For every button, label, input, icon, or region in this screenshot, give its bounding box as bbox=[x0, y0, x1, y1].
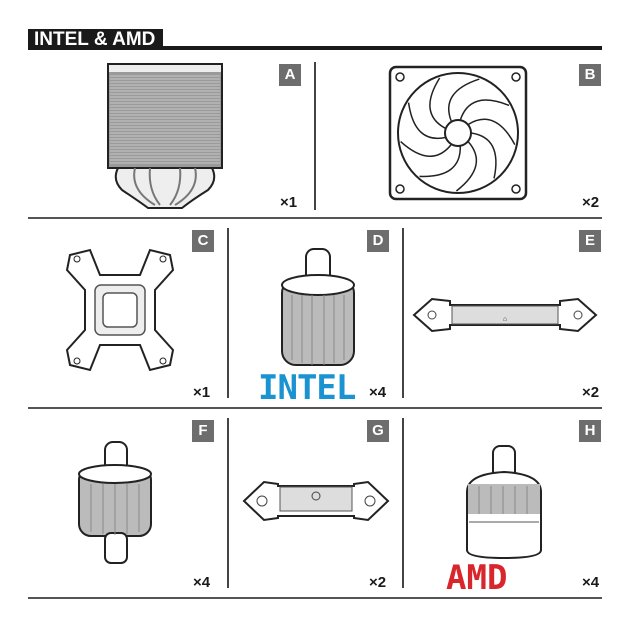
fan-icon bbox=[388, 65, 528, 201]
part-quantity: ×1 bbox=[280, 194, 298, 211]
part-label-badge: F bbox=[192, 420, 214, 442]
part-quantity: ×4 bbox=[369, 384, 387, 401]
backplate-icon bbox=[65, 248, 175, 372]
row-divider bbox=[28, 217, 602, 219]
part-quantity: ×4 bbox=[193, 574, 211, 591]
mounting-bar-icon bbox=[242, 480, 390, 522]
part-label-badge: H bbox=[579, 420, 601, 442]
intel-standoff-icon bbox=[281, 248, 355, 366]
column-divider bbox=[402, 418, 404, 588]
part-quantity: ×2 bbox=[582, 384, 600, 401]
mounting-bar-icon: ⌂ bbox=[412, 297, 598, 333]
part-quantity: ×2 bbox=[369, 574, 387, 591]
part-label-badge: B bbox=[579, 64, 601, 86]
part-quantity: ×4 bbox=[582, 574, 600, 591]
row-divider bbox=[28, 597, 602, 599]
part-quantity: ×1 bbox=[193, 384, 211, 401]
column-divider bbox=[402, 228, 404, 398]
part-label-badge: G bbox=[367, 420, 389, 442]
standoff-icon bbox=[78, 441, 152, 564]
column-divider bbox=[227, 418, 229, 588]
section-heading: INTEL & AMD bbox=[28, 29, 164, 50]
heading-rule bbox=[28, 46, 602, 50]
column-divider bbox=[314, 62, 316, 210]
part-label-badge: E bbox=[579, 230, 601, 252]
heatsink-icon bbox=[107, 63, 223, 209]
amd-brand-label: AMD bbox=[446, 558, 508, 598]
column-divider bbox=[227, 228, 229, 398]
row-divider bbox=[28, 407, 602, 409]
intel-brand-label: INTEL bbox=[258, 368, 356, 408]
part-quantity: ×2 bbox=[582, 194, 600, 211]
part-label-badge: A bbox=[279, 64, 301, 86]
amd-standoff-icon bbox=[466, 445, 542, 560]
svg-text:⌂: ⌂ bbox=[503, 316, 507, 323]
part-label-badge: D bbox=[367, 230, 389, 252]
part-label-badge: C bbox=[192, 230, 214, 252]
